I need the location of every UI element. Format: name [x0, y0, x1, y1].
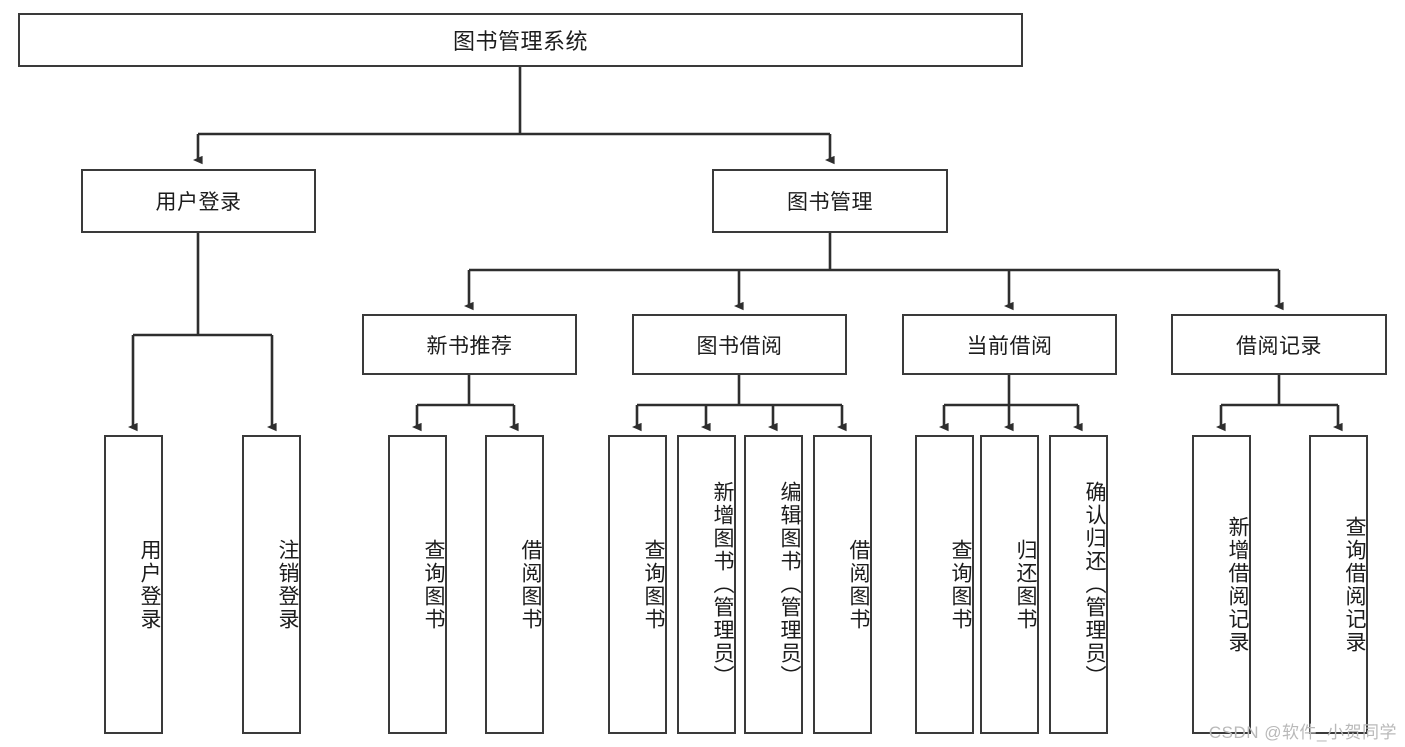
- node-root-system[interactable]: 图书管理系统: [18, 13, 1023, 67]
- node-label: 新增图书（管理员）: [711, 481, 734, 688]
- watermark: CSDN @软件_小贺同学: [1208, 723, 1397, 742]
- leaf-borrow-query-book[interactable]: 查询图书: [608, 435, 667, 734]
- leaf-current-confirm-return-admin[interactable]: 确认归还（管理员）: [1049, 435, 1108, 734]
- node-new-book-recommend[interactable]: 新书推荐: [362, 314, 577, 375]
- node-current-borrow[interactable]: 当前借阅: [902, 314, 1117, 375]
- node-label: 新增借阅记录: [1226, 515, 1249, 654]
- node-label: 当前借阅: [966, 334, 1053, 358]
- node-label: 借阅图书: [847, 538, 870, 631]
- node-label: 注销登录: [276, 538, 299, 631]
- node-label: 借阅记录: [1236, 334, 1322, 358]
- leaf-borrow-add-book-admin[interactable]: 新增图书（管理员）: [677, 435, 736, 734]
- node-label: 图书管理: [787, 191, 873, 214]
- node-label: 新书推荐: [426, 334, 513, 358]
- leaf-recommend-query-book[interactable]: 查询图书: [388, 435, 447, 734]
- node-label: 图书借阅: [696, 334, 783, 358]
- leaf-user-login-signin[interactable]: 用户登录: [104, 435, 163, 734]
- node-label: 编辑图书（管理员）: [778, 481, 801, 688]
- node-book-management[interactable]: 图书管理: [712, 169, 948, 233]
- node-label: 图书管理系统: [452, 29, 588, 54]
- node-label: 查询图书: [422, 538, 445, 631]
- node-label: 用户登录: [155, 191, 242, 214]
- leaf-borrow-edit-book-admin[interactable]: 编辑图书（管理员）: [744, 435, 803, 734]
- node-label: 借阅图书: [519, 538, 542, 631]
- node-user-login[interactable]: 用户登录: [81, 169, 316, 233]
- leaf-recommend-borrow-book[interactable]: 借阅图书: [485, 435, 544, 734]
- node-label: 用户登录: [138, 538, 161, 631]
- node-label: 查询图书: [949, 538, 972, 631]
- leaf-record-query-record[interactable]: 查询借阅记录: [1309, 435, 1368, 734]
- node-label: 查询借阅记录: [1343, 515, 1366, 654]
- leaf-current-query-book[interactable]: 查询图书: [915, 435, 974, 734]
- node-borrow-record[interactable]: 借阅记录: [1171, 314, 1387, 375]
- leaf-borrow-borrow-book[interactable]: 借阅图书: [813, 435, 872, 734]
- node-book-borrow[interactable]: 图书借阅: [632, 314, 847, 375]
- leaf-record-add-record[interactable]: 新增借阅记录: [1192, 435, 1251, 734]
- leaf-user-login-signout[interactable]: 注销登录: [242, 435, 301, 734]
- node-label: 确认归还（管理员）: [1083, 481, 1106, 688]
- leaf-current-return-book[interactable]: 归还图书: [980, 435, 1039, 734]
- node-label: 归还图书: [1014, 538, 1037, 631]
- node-label: 查询图书: [642, 538, 665, 631]
